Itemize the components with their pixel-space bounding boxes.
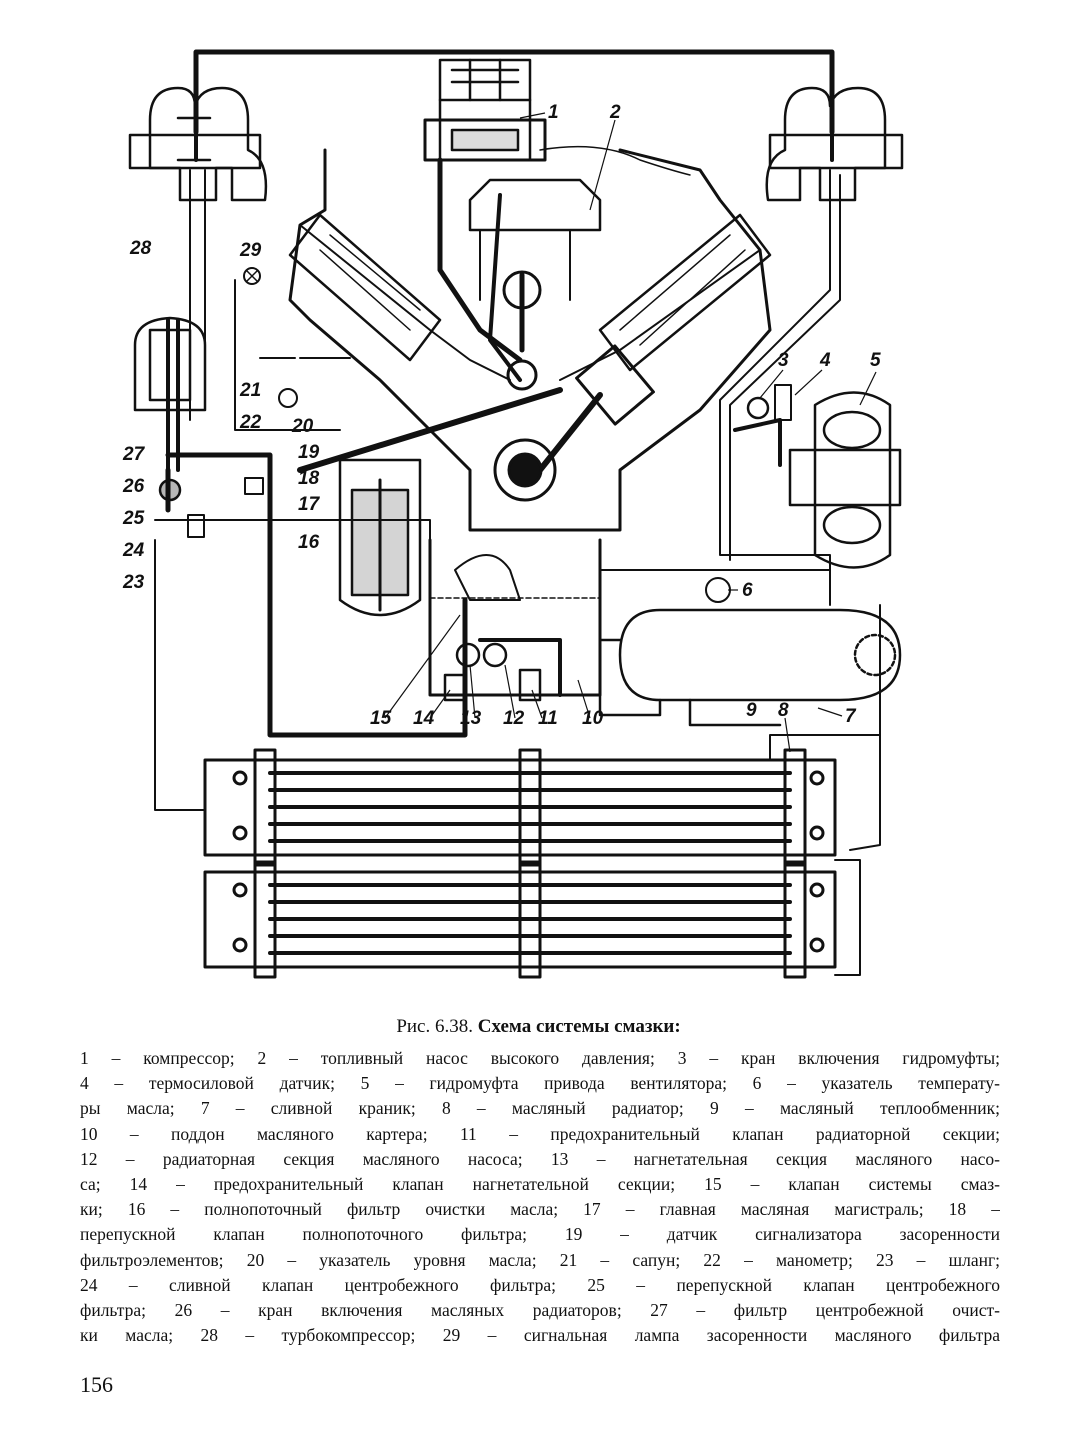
page-number: 156 <box>80 1372 113 1397</box>
callout-16: 16 <box>298 532 320 553</box>
legend-line: ки; 16 – полнопоточный фильтр очистки ма… <box>80 1199 1000 1220</box>
callout-5: 5 <box>870 350 881 371</box>
centrifugal-filter <box>133 316 207 472</box>
callout-18: 18 <box>298 468 320 489</box>
callout-3: 3 <box>778 350 789 371</box>
callout-20: 20 <box>291 416 314 437</box>
thermo-power-sensor <box>774 384 792 421</box>
callout-25: 25 <box>122 508 145 529</box>
warning-lamp <box>243 267 261 285</box>
callout-10: 10 <box>582 708 604 729</box>
full-flow-filter <box>338 458 422 617</box>
legend-line: ки масла; 28 – турбокомпрессор; 29 – сиг… <box>80 1325 1000 1346</box>
callout-1: 1 <box>548 102 559 123</box>
figure-title: Схема системы смазки: <box>477 1016 681 1037</box>
callout-11: 11 <box>538 708 558 729</box>
callout-12: 12 <box>503 708 525 729</box>
callout-2: 2 <box>609 102 621 123</box>
legend-line: 12 – радиаторная секция масляного насоса… <box>80 1148 1000 1169</box>
callout-6: 6 <box>742 580 753 601</box>
callout-4: 4 <box>819 350 831 371</box>
callout-15: 15 <box>370 708 392 729</box>
fan-coupling-valve <box>746 396 770 420</box>
callout-21: 21 <box>239 380 261 401</box>
oil-radiator-upper <box>203 748 837 867</box>
legend-line: фильтра; 26 – кран включения масляных ра… <box>80 1300 1000 1321</box>
main-oil-gallery <box>297 387 563 473</box>
lubrication-system-diagram: 1 2 3 4 5 6 7 8 9 10 11 12 13 14 15 16 1… <box>122 49 904 979</box>
turbocharger-right <box>765 86 904 202</box>
callout-7: 7 <box>845 706 857 727</box>
callout-9: 9 <box>746 700 757 721</box>
turbo-oil-pipe <box>193 49 835 135</box>
legend-line: фильтроэлементов; 20 – указатель уровня … <box>80 1249 1000 1270</box>
turbocharger-left <box>128 86 268 202</box>
oil-temperature-gauge <box>705 577 731 603</box>
legend-line: 1 – компрессор; 2 – топливный насос высо… <box>80 1048 1000 1068</box>
compressor <box>423 58 547 162</box>
callout-23: 23 <box>122 572 145 593</box>
legend-line: 10 – поддон масляного картера; 11 – пред… <box>80 1123 1000 1144</box>
legend-line: 24 – сливной клапан центробежного фильтр… <box>80 1274 1000 1295</box>
radiator-valve <box>158 478 182 502</box>
oil-pan <box>428 538 602 697</box>
callout-28: 28 <box>129 238 152 259</box>
callout-24: 24 <box>122 540 145 561</box>
oil-pump <box>443 598 562 702</box>
callout-29: 29 <box>239 240 262 261</box>
figure-caption-title: Рис. 6.38. Схема системы смазки: <box>0 1016 1077 1038</box>
callout-8: 8 <box>778 700 789 721</box>
engine-block <box>288 145 772 532</box>
callout-14: 14 <box>413 708 435 729</box>
legend-line: са; 14 – предохранительный клапан нагнет… <box>80 1174 1000 1195</box>
centrifugal-bypass-valve <box>244 477 264 495</box>
legend-line: 4 – термосиловой датчик; 5 – гидромуфта … <box>80 1073 1000 1094</box>
legend-line: ры масла; 7 – сливной краник; 8 – маслян… <box>80 1098 1000 1119</box>
oil-radiator-lower <box>203 860 837 979</box>
figure-number: Рис. 6.38. <box>396 1016 473 1037</box>
callout-27: 27 <box>122 444 146 465</box>
callout-22: 22 <box>239 412 262 433</box>
callout-19: 19 <box>298 442 320 463</box>
callout-26: 26 <box>122 476 145 497</box>
pressure-gauge <box>278 388 298 408</box>
figure-legend: 1 – компрессор; 2 – топливный насос высо… <box>80 1046 1000 1348</box>
centrifugal-drain-valve <box>187 514 205 538</box>
oil-heat-exchanger <box>598 608 902 727</box>
legend-line: перепускной клапан полнопоточного фильтр… <box>80 1224 1000 1245</box>
callout-13: 13 <box>460 708 482 729</box>
callout-17: 17 <box>298 494 321 515</box>
